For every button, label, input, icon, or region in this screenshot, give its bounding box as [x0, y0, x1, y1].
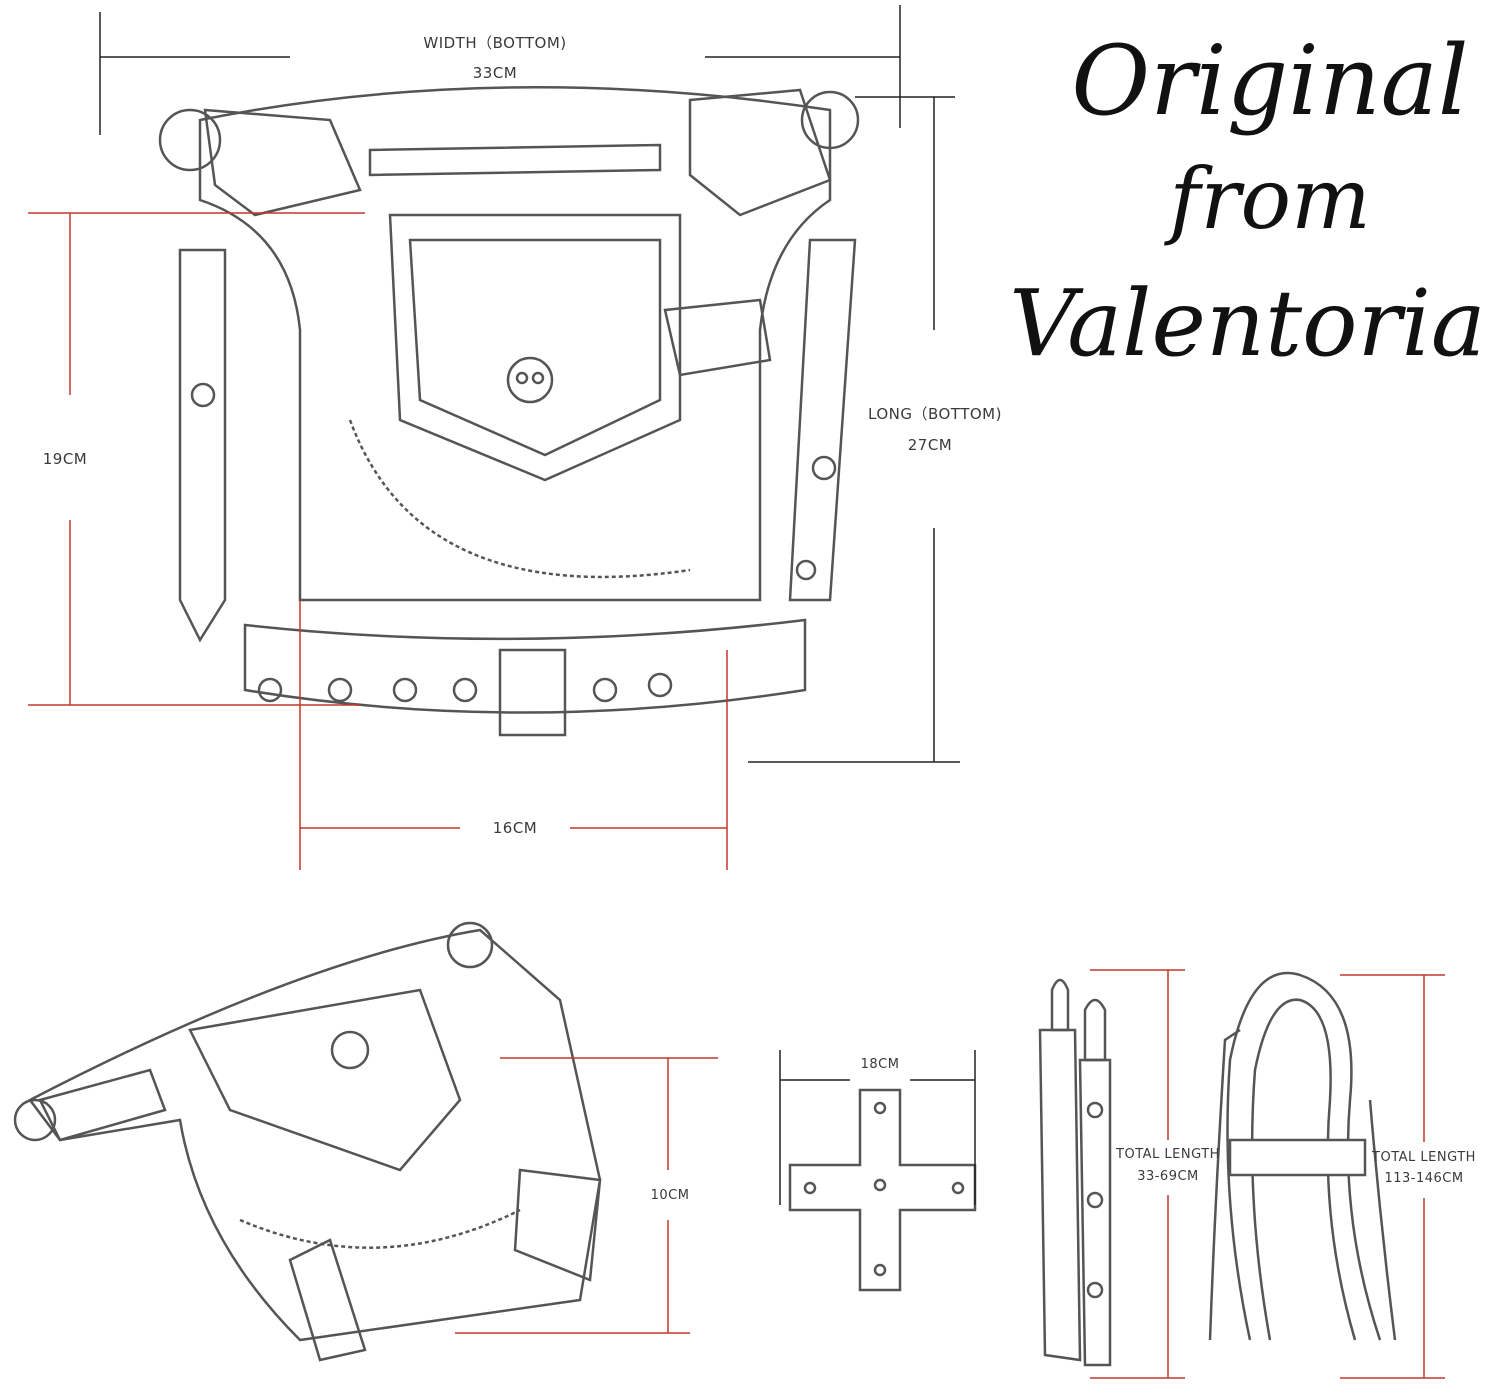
width-value: 33CM [472, 64, 518, 82]
long-strap-label: TOTAL LENGTH [1372, 1150, 1476, 1165]
red-dimension-lines [28, 212, 1445, 1379]
bag-side-sketch [13, 921, 602, 1362]
short-strap-label: TOTAL LENGTH [1116, 1147, 1220, 1162]
bag-front-sketch [158, 86, 860, 737]
long-label: LONG（BOTTOM) [868, 405, 1002, 423]
brand-line-valentoria: Valentoria [1009, 270, 1486, 377]
long-strap-value: 113-146CM [1384, 1171, 1464, 1186]
height-value: 19CM [42, 450, 88, 468]
black-dimension-lines [99, 5, 976, 1205]
long-value: 27CM [907, 436, 953, 454]
side-value: 10CM [650, 1188, 690, 1203]
long-strap-sketch [1208, 971, 1397, 1341]
depth-value: 16CM [492, 819, 538, 837]
short-strap-sketch [1038, 978, 1112, 1367]
brand-line-original: Original [1071, 25, 1469, 137]
strap-connector-sketch [788, 1088, 977, 1292]
strap-width-value: 18CM [860, 1057, 900, 1072]
width-label: WIDTH（BOTTOM) [423, 34, 567, 52]
short-strap-value: 33-69CM [1137, 1169, 1199, 1184]
brand-line-from: from [1169, 150, 1371, 248]
